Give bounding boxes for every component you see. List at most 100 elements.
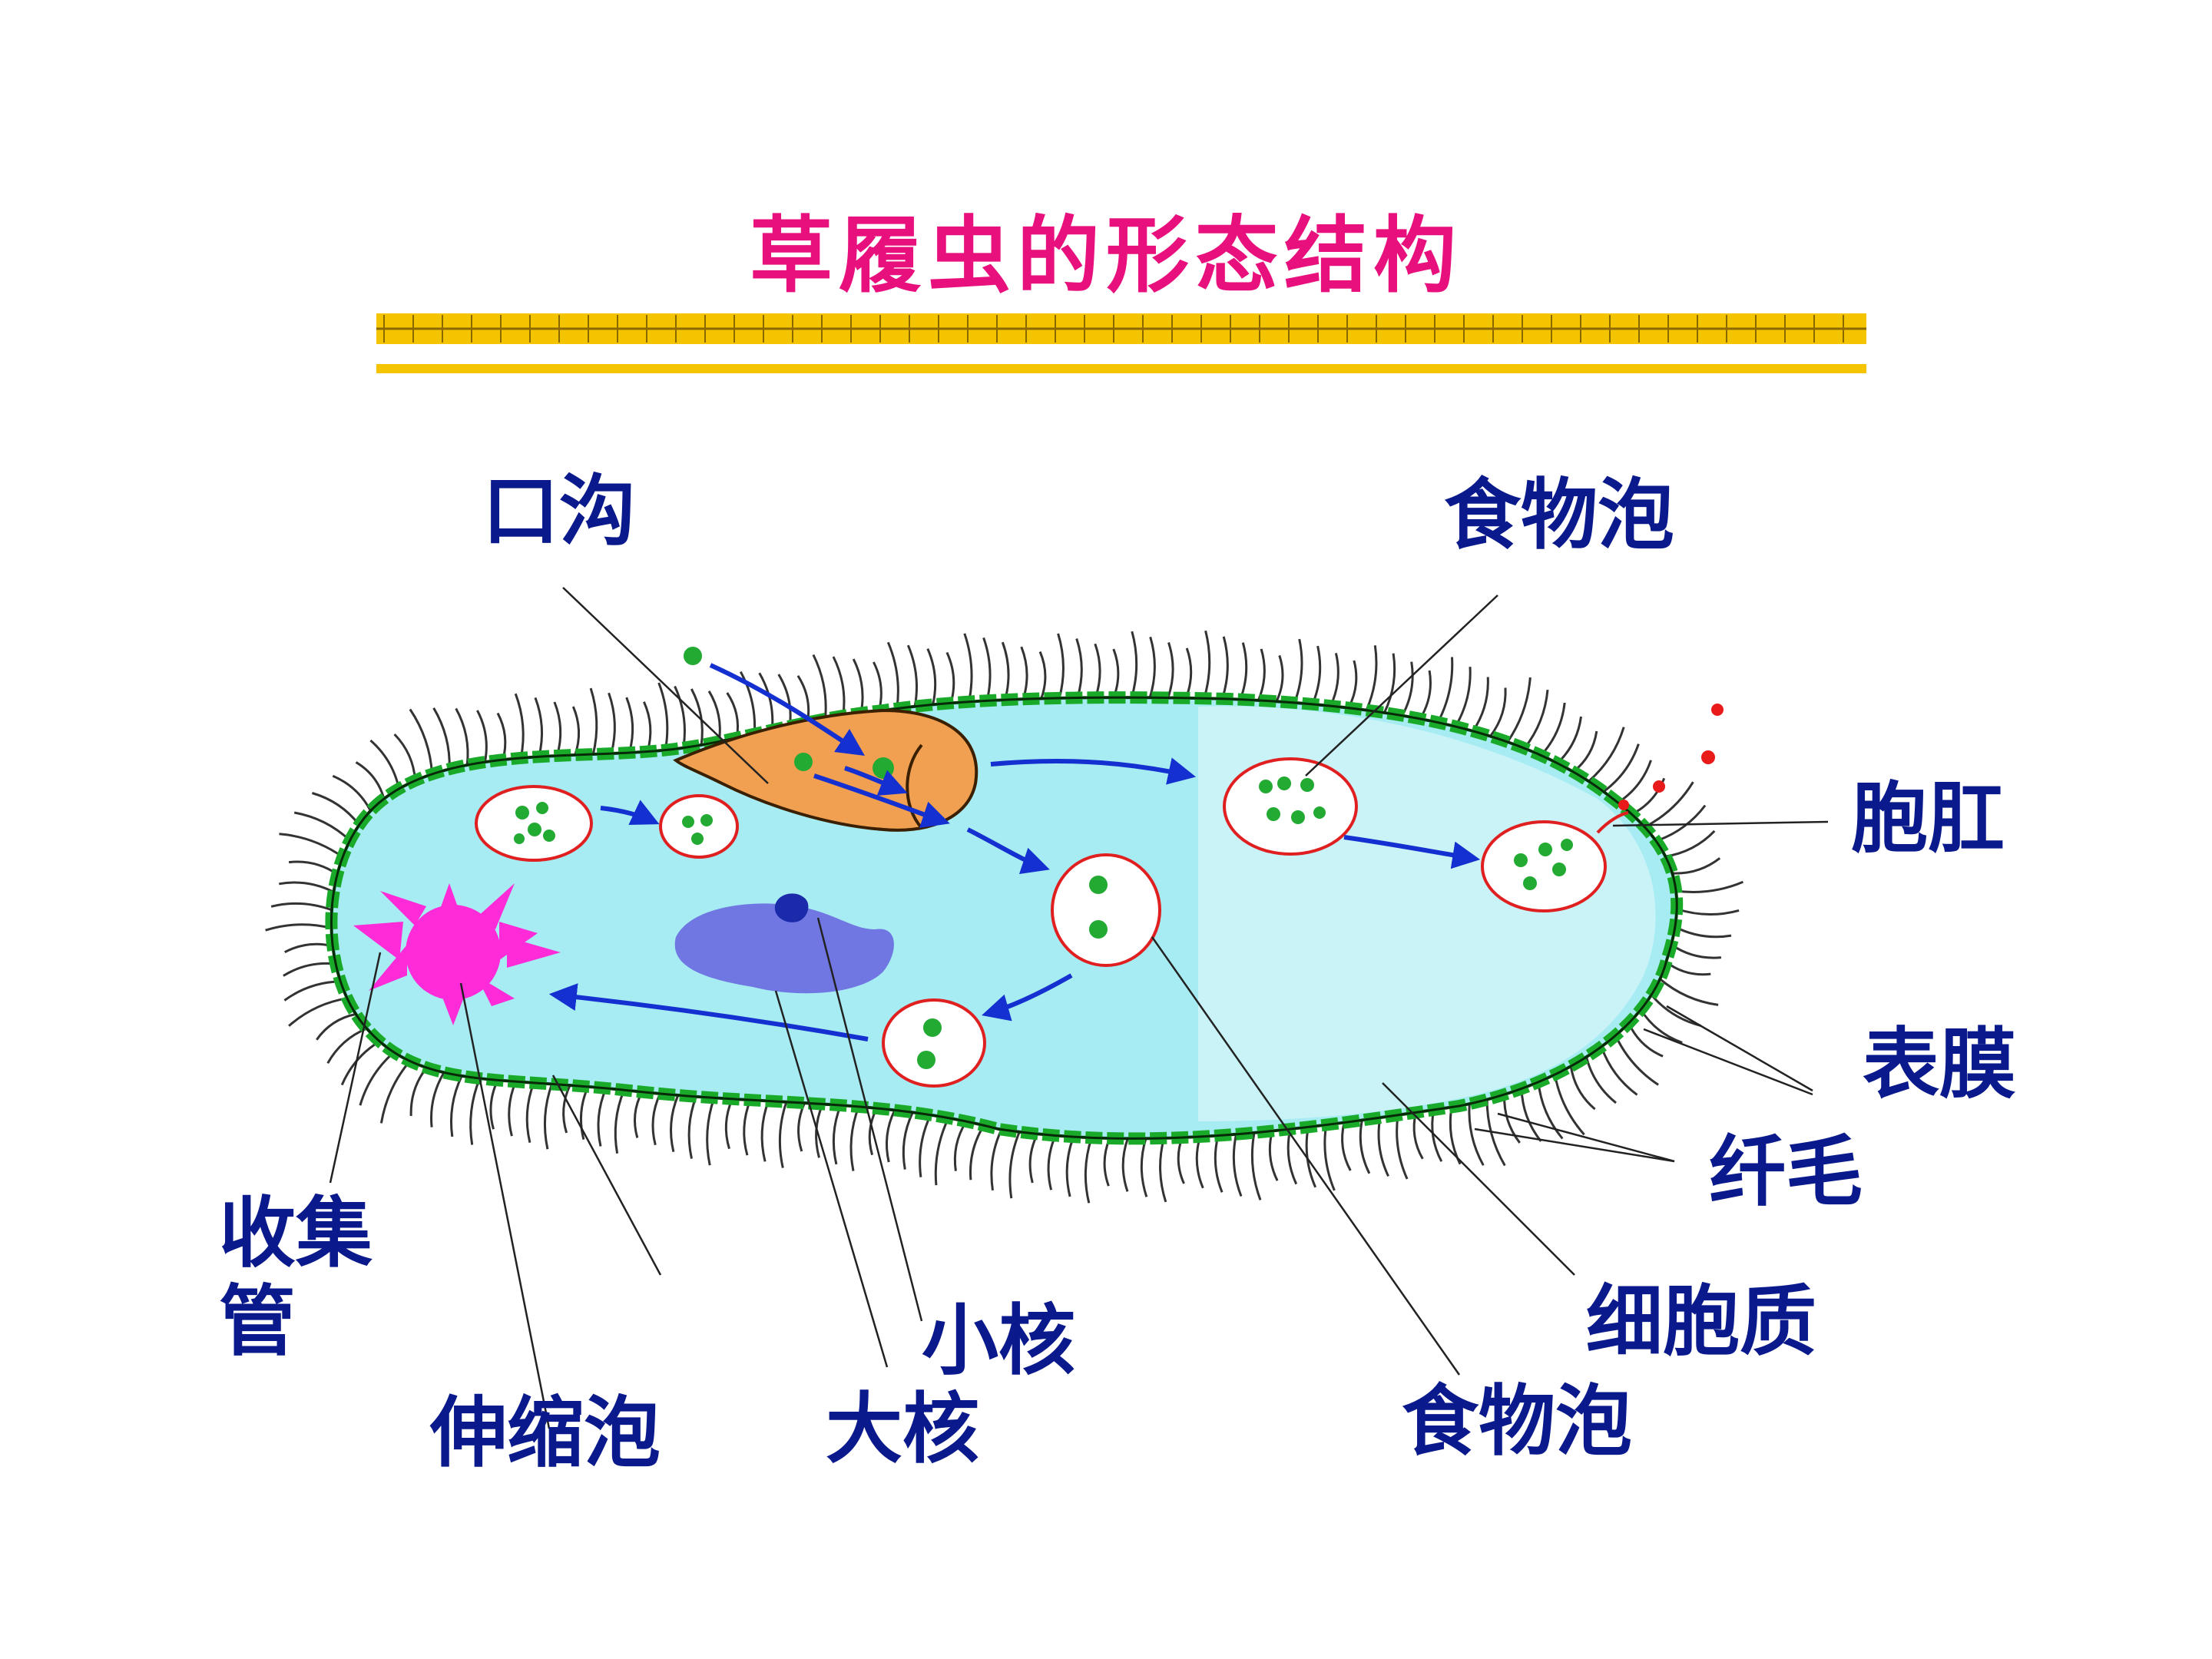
- label-cilia: 纤毛: [1709, 1126, 1863, 1217]
- cilium: [1258, 649, 1264, 700]
- cilium: [1022, 647, 1027, 699]
- cilium: [527, 1083, 534, 1143]
- cilium: [535, 697, 542, 757]
- cilium: [1114, 649, 1118, 697]
- cilium: [1306, 1127, 1316, 1187]
- cilium: [1325, 1125, 1335, 1190]
- cilium: [1508, 677, 1531, 742]
- cilium: [498, 714, 505, 760]
- cilium: [970, 1125, 984, 1180]
- cilium: [799, 1103, 805, 1151]
- cilium: [1644, 782, 1693, 827]
- cilium: [1002, 642, 1008, 700]
- cilium: [509, 1081, 516, 1136]
- cilium: [1233, 1134, 1241, 1197]
- cilium: [342, 1041, 379, 1085]
- cilium: [1048, 1136, 1055, 1190]
- cilium: [591, 688, 597, 754]
- food-vacuole-d: [883, 1000, 985, 1086]
- cilium: [356, 762, 385, 799]
- cilium: [671, 1095, 678, 1152]
- cilium: [1240, 643, 1247, 700]
- cilium: [1313, 646, 1320, 704]
- cilium: [1473, 677, 1488, 731]
- label-oral-groove: 口沟: [482, 465, 636, 556]
- cilium: [1660, 979, 1718, 1005]
- cilium: [279, 882, 333, 892]
- cilium: [833, 657, 844, 716]
- cilium: [1132, 631, 1137, 697]
- cilium: [1349, 661, 1356, 708]
- cilium: [1666, 962, 1710, 975]
- cilium: [762, 1101, 768, 1162]
- cilium: [1677, 909, 1739, 915]
- cilium: [691, 689, 702, 745]
- cilium: [411, 1068, 426, 1116]
- cilium: [1522, 1088, 1541, 1141]
- cilium: [1030, 1134, 1038, 1183]
- cilium: [581, 1087, 588, 1140]
- cilium: [1455, 667, 1470, 727]
- label-anal-pore: 胞肛: [1851, 773, 2005, 863]
- food-vacuole-a: [476, 786, 591, 860]
- cilium: [947, 653, 954, 704]
- cilium: [1432, 1110, 1442, 1161]
- cilium: [1141, 1138, 1146, 1197]
- cilium: [280, 834, 343, 857]
- label-food-vacuole-bottom: 食物泡: [1402, 1376, 1632, 1466]
- cilium: [432, 1072, 445, 1127]
- cilium: [1186, 648, 1191, 698]
- cilium: [284, 982, 340, 1001]
- cilium: [1397, 1115, 1407, 1179]
- cilium: [744, 1100, 750, 1155]
- cilium: [813, 655, 826, 720]
- cilium: [370, 740, 399, 789]
- cilium: [1161, 1138, 1166, 1202]
- food-vacuole-c: [1052, 855, 1160, 965]
- cilium: [644, 702, 650, 752]
- cilium: [627, 697, 633, 753]
- cilium: [1058, 634, 1064, 698]
- cilium: [833, 1105, 840, 1164]
- cilium: [886, 1110, 894, 1162]
- cilium: [1587, 1057, 1617, 1103]
- food-vacuole-b: [661, 796, 737, 857]
- cilium: [935, 1118, 949, 1186]
- cilium: [615, 1090, 624, 1154]
- cilium: [653, 1094, 660, 1145]
- micronucleus: [775, 893, 809, 922]
- cilium: [1040, 652, 1045, 699]
- cilium: [1295, 639, 1303, 703]
- cilium: [598, 1088, 606, 1147]
- cilium: [573, 707, 578, 755]
- cilium: [451, 1076, 462, 1137]
- cilium: [1672, 858, 1720, 873]
- cilium: [1077, 639, 1082, 698]
- cilium: [271, 903, 332, 909]
- label-micronucleus: 小核: [922, 1295, 1075, 1386]
- title-bar-lower: [376, 364, 1866, 373]
- cilium: [1270, 1131, 1277, 1181]
- cilium: [727, 693, 738, 738]
- cilium: [381, 1061, 409, 1124]
- cilium: [1604, 744, 1639, 792]
- cilium: [955, 1121, 966, 1171]
- cilium: [853, 659, 863, 713]
- cilium: [545, 1084, 551, 1149]
- label-pellicle: 表膜: [1863, 1018, 2016, 1109]
- cilium: [1085, 1137, 1091, 1203]
- cilium: [689, 1097, 696, 1159]
- cilium: [928, 649, 935, 705]
- cilium: [1343, 1123, 1351, 1171]
- cilium: [294, 813, 349, 840]
- cilium: [285, 944, 333, 952]
- cilium: [1010, 1132, 1019, 1198]
- cilium: [659, 683, 667, 750]
- page-title: 草履虫的形态结构: [750, 208, 1462, 304]
- cilium: [1438, 657, 1452, 723]
- cilium: [1197, 1137, 1203, 1188]
- cilium: [609, 693, 615, 753]
- cilium: [707, 1098, 714, 1165]
- cilium: [1589, 727, 1624, 782]
